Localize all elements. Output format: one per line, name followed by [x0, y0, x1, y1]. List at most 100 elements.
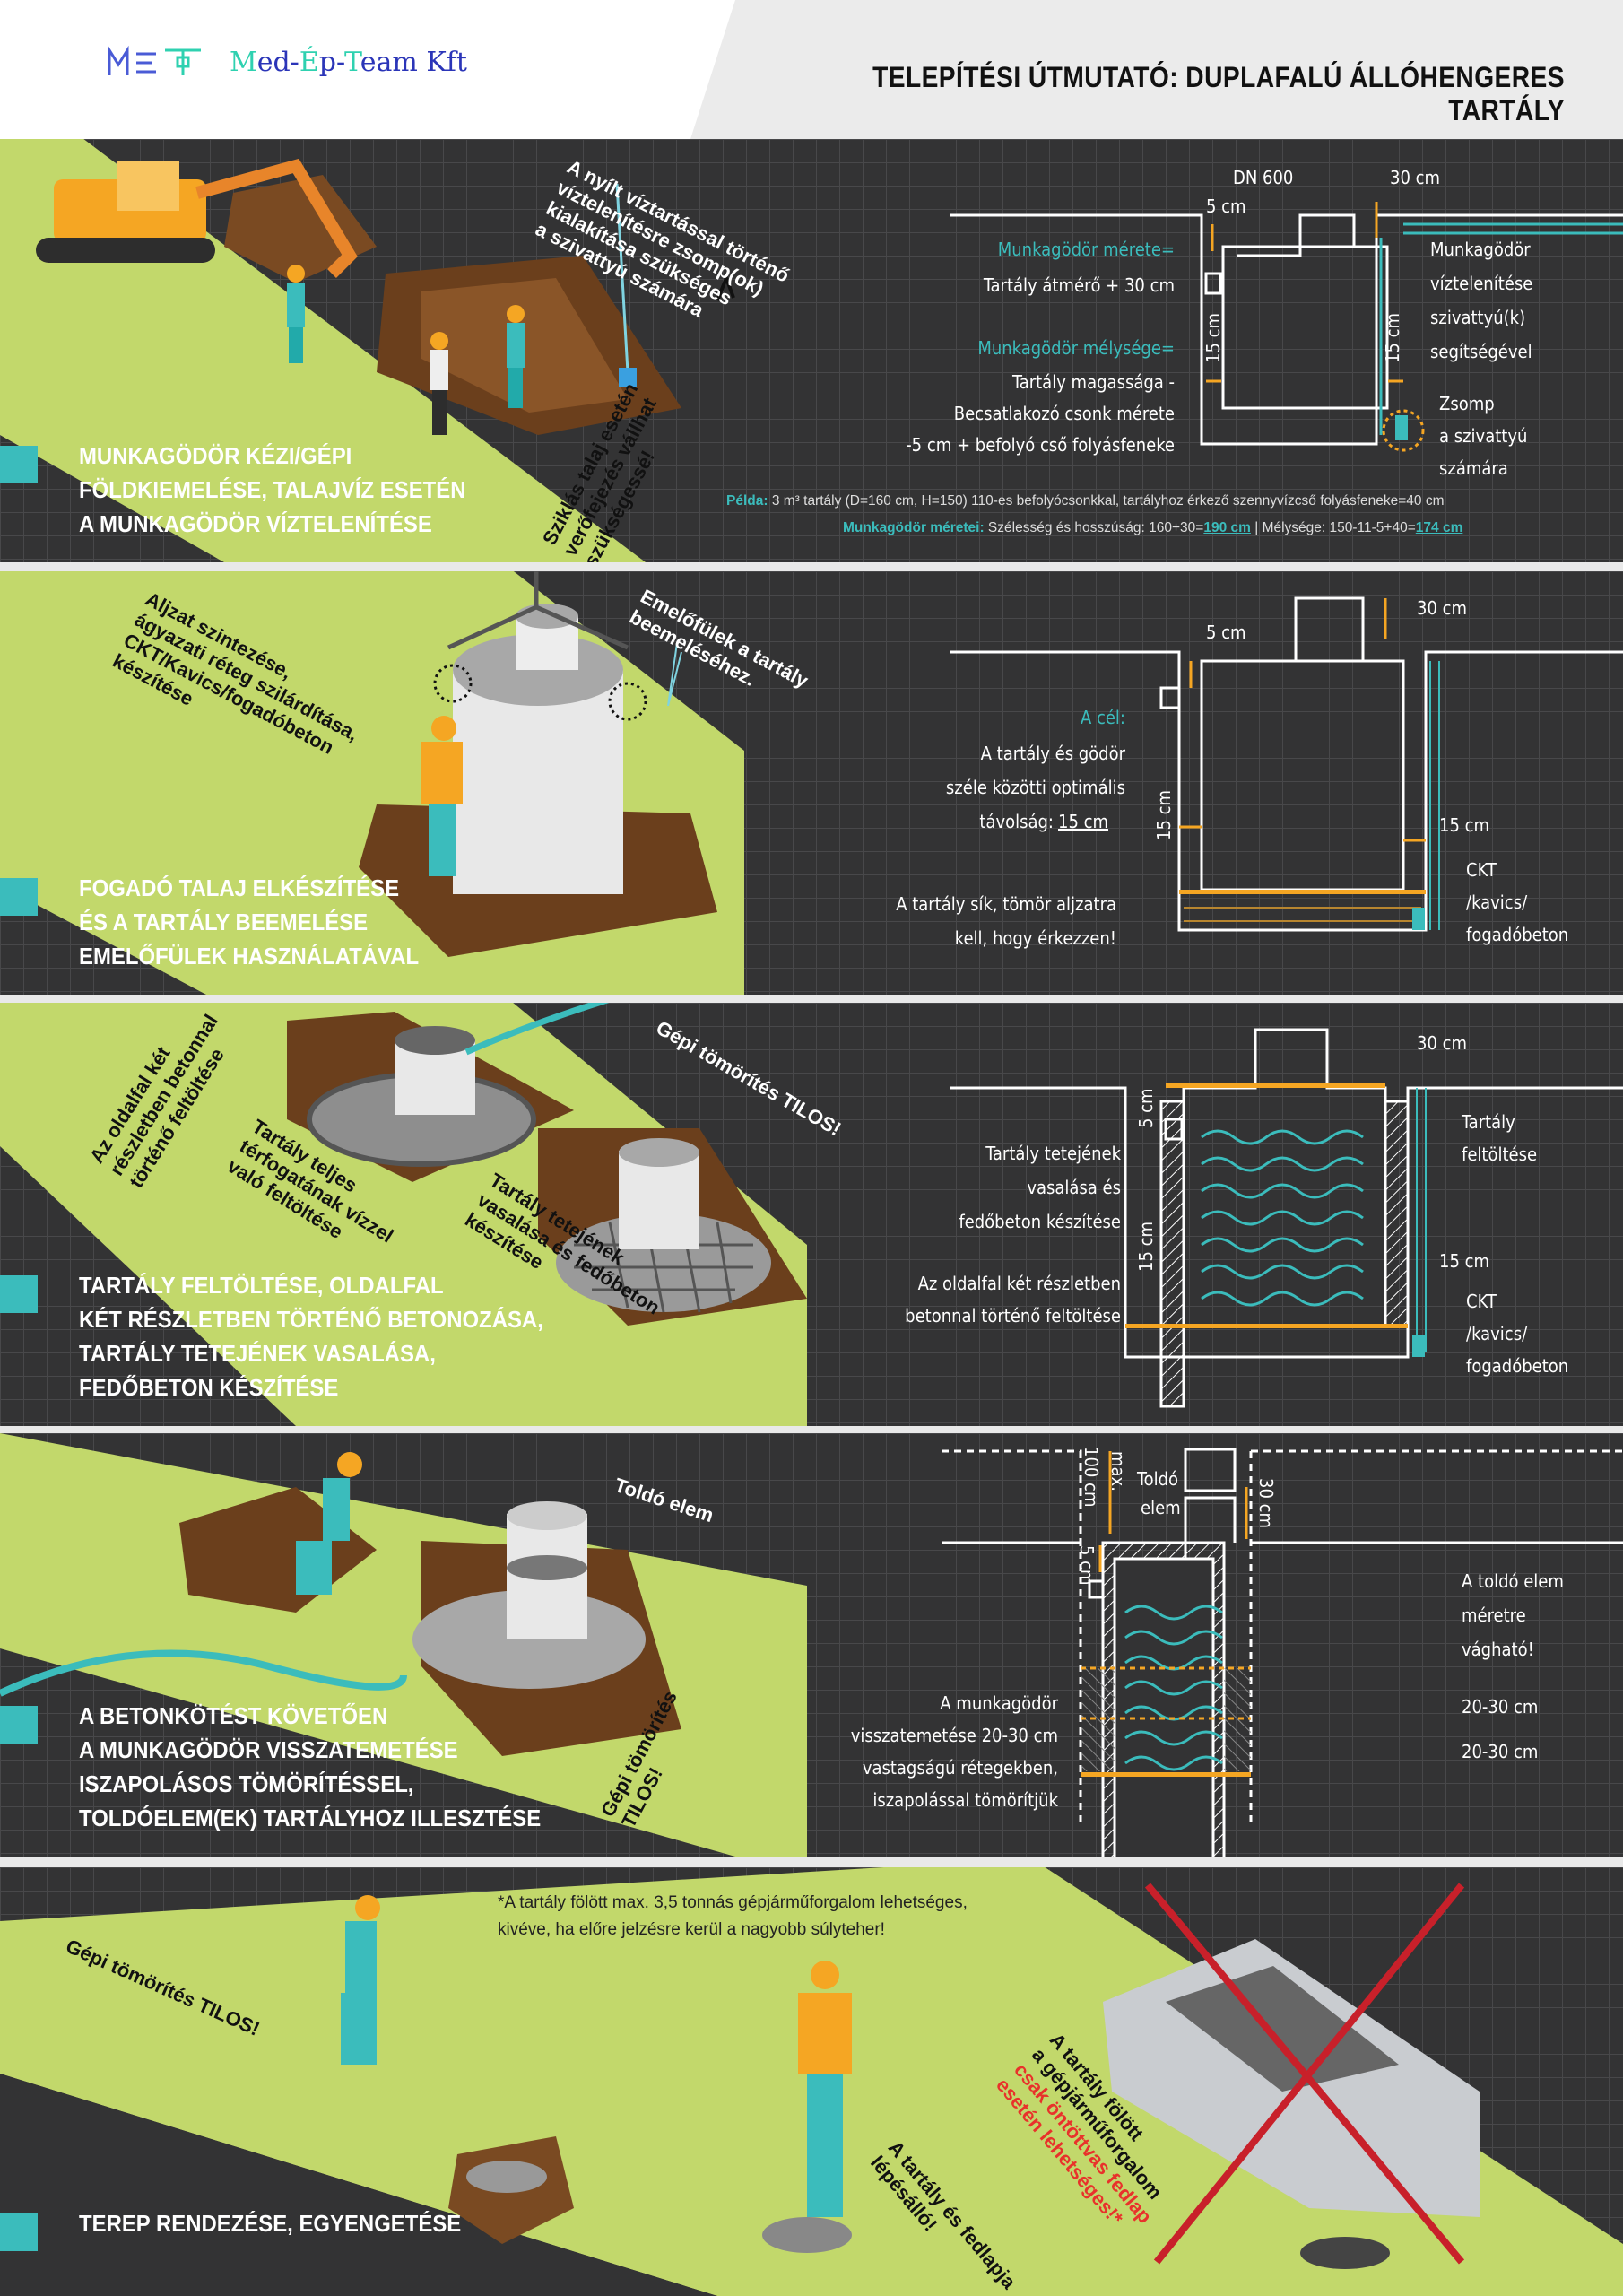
met-logo-icon — [108, 45, 201, 75]
max-label: max. — [1107, 1451, 1129, 1492]
base-note: A tartály sík, tömör aljzatra — [896, 893, 1116, 915]
step-1-illustration — [0, 139, 735, 562]
bed-label: fogadóbeton — [1466, 1355, 1568, 1377]
pump-note: víztelenítése — [1430, 273, 1532, 294]
pump-note: Munkagödör — [1430, 239, 1531, 260]
header: Med-Ép-Team Kft TELEPÍTÉSI ÚTMUTATÓ: DUP… — [0, 0, 1623, 139]
rebar-note: Tartály tetejének — [985, 1143, 1121, 1164]
pump-note: szivattyú(k) — [1430, 307, 1525, 328]
inlet-gap-label: 5 cm — [1206, 196, 1246, 217]
pump-note: segítségével — [1430, 341, 1532, 362]
depth-formula: Tartály magassága - — [1011, 371, 1175, 393]
max-height-label: 100 cm — [1081, 1447, 1102, 1507]
top-gap-label: 30 cm — [1417, 597, 1467, 619]
company-name: Med-Ép-Team Kft — [230, 46, 467, 78]
water-waves — [1200, 1129, 1365, 1307]
size-formula: Tartály átmérő + 30 cm — [983, 274, 1175, 296]
header-grey-band — [690, 0, 1623, 139]
goal-text: A tartály és gödör — [981, 743, 1126, 764]
side-right-label: 15 cm — [1439, 1250, 1489, 1272]
sump-note: a szivattyú — [1439, 425, 1527, 447]
worker-figure — [798, 1961, 852, 2217]
inlet-gap-label: 5 cm — [1076, 1545, 1098, 1586]
side-right-label: 15 cm — [1382, 313, 1403, 363]
worker-figure — [287, 265, 305, 363]
load-footnote: *A tartály fölött max. 3,5 tonnás gépjár… — [498, 1893, 968, 1939]
bed-label: /kavics/ — [1466, 1323, 1528, 1344]
company-logo: Med-Ép-Team Kft — [106, 45, 467, 79]
goal-value: 15 cm — [1058, 811, 1108, 832]
example-dimensions: Munkagödör méretei: Szélesség és hosszús… — [843, 520, 1463, 535]
side-left-label: 15 cm — [1135, 1222, 1157, 1272]
backfill-note: A munkagödör — [940, 1692, 1058, 1714]
inlet-gap-label: 5 cm — [1206, 622, 1246, 643]
step-marker — [0, 1275, 38, 1313]
base-note: kell, hogy érkezzen! — [955, 927, 1116, 949]
step-2-lifting: Aljzat szintezése,ágyazati réteg szilárd… — [0, 571, 1623, 995]
depth-formula: Becsatlakozó csonk mérete — [954, 403, 1175, 424]
worker-figure — [421, 716, 463, 876]
sump-note: Zsomp — [1439, 393, 1495, 414]
step-marker — [0, 1706, 38, 1744]
arrow-icon — [716, 273, 735, 301]
backfill-note: iszapolással tömörítjük — [872, 1789, 1058, 1811]
inlet-gap-label: 5 cm — [1135, 1088, 1157, 1128]
top-gap-label: 30 cm — [1390, 167, 1440, 188]
cut-note: méretre — [1462, 1605, 1526, 1626]
dn-label: DN 600 — [1233, 167, 1293, 188]
wall-note: betonnal történő feltöltése — [905, 1305, 1121, 1326]
example-line: Példa: 3 m³ tartály (D=160 cm, H=150) 11… — [726, 493, 1445, 509]
depth-formula: -5 cm + befolyó cső folyásfeneke — [906, 434, 1175, 456]
wall-note: Az oldalfal két részletben — [918, 1273, 1121, 1294]
step-4-illustration — [0, 1433, 807, 1857]
hose — [464, 1003, 610, 1056]
side-right-label: 15 cm — [1439, 814, 1489, 836]
extension-label: elem — [1141, 1497, 1181, 1518]
step-3-illustration — [0, 1003, 807, 1426]
worker-figure — [341, 1895, 380, 2065]
side-left-label: 15 cm — [1153, 790, 1175, 840]
bed-label: /kavics/ — [1466, 891, 1528, 913]
sump-note: számára — [1439, 457, 1508, 479]
top-gap-label: 30 cm — [1255, 1478, 1277, 1528]
step-5-title: TEREP RENDEZÉSE, EGYENGETÉSE — [0, 2206, 494, 2251]
document-title: TELEPÍTÉSI ÚTMUTATÓ: DUPLAFALÚ ÁLLÓHENGE… — [872, 61, 1565, 126]
step-3-diagram: 30 cm 5 cm 15 cm 15 cm Tartály tetejének… — [905, 1028, 1623, 1408]
step-1-diagram: DN 600 30 cm 5 cm 15 cm 15 cm Munkagödör… — [906, 167, 1623, 479]
car-illustration — [1103, 1939, 1480, 2217]
step-marker — [0, 2213, 38, 2251]
rebar-note: vasalása és — [1027, 1177, 1121, 1198]
fill-note: feltöltése — [1462, 1144, 1537, 1165]
goal-text: távolság: — [979, 811, 1054, 832]
rebar-note: fedőbeton készítése — [959, 1211, 1121, 1232]
step-4-diagram: 100 cm max. 5 cm 30 cm Toldó elem A told… — [851, 1447, 1623, 1857]
extension-label: Toldó — [1136, 1468, 1178, 1490]
cut-note: A toldó elem — [1462, 1570, 1564, 1592]
size-label: Munkagödör mérete= — [998, 239, 1175, 260]
backfill-note: vastagságú rétegekben, — [863, 1757, 1058, 1779]
top-gap-label: 30 cm — [1417, 1032, 1467, 1054]
prohibited-x-icon — [1144, 1883, 1465, 2265]
step-marker — [0, 878, 38, 916]
step-5-illustration — [0, 1867, 1623, 2296]
step-marker — [0, 446, 38, 483]
step-2-diagram: 5 cm 30 cm 15 cm 15 cm A cél: A tartály … — [896, 596, 1623, 949]
backfill-note: visszatemetése 20-30 cm — [851, 1725, 1058, 1746]
side-left-label: 15 cm — [1202, 313, 1224, 363]
water-waves — [1124, 1605, 1224, 1771]
layer-label: 20-30 cm — [1462, 1696, 1538, 1718]
layer-label: 20-30 cm — [1462, 1741, 1538, 1762]
bed-label: fogadóbeton — [1466, 924, 1568, 945]
fill-note: Tartály — [1461, 1111, 1515, 1133]
cut-note: vágható! — [1462, 1639, 1534, 1660]
step-2-illustration — [0, 571, 744, 995]
bed-label: CKT — [1466, 859, 1497, 881]
goal-label: A cél: — [1081, 707, 1125, 728]
